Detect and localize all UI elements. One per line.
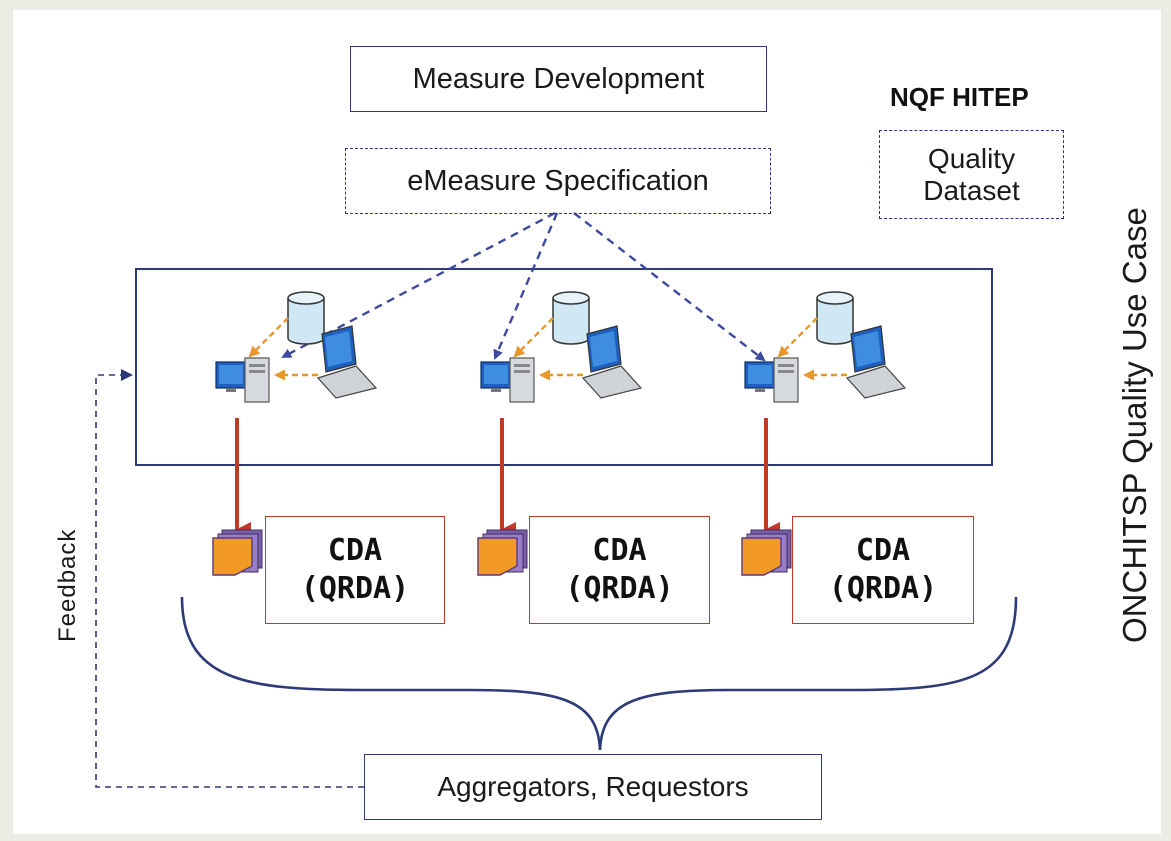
emeasure-specification-label: eMeasure Specification [407,164,709,197]
diagram-panel [13,10,1161,834]
laptop-icon [581,325,643,399]
desktop-computer-icon [215,357,270,403]
database-icon [816,291,854,345]
specification-distribution-arrows [281,211,766,362]
laptop-icon [845,325,907,399]
qrda-label: (QRDA) [828,571,938,606]
document-icon [477,529,528,576]
measure-development-box: Measure Development [350,46,767,112]
aggregators-requestors-box: Aggregators, Requestors [364,754,822,820]
database-icon [552,291,590,345]
cda-label: CDA [592,533,647,568]
desktop-computer-icon [744,357,799,403]
cda-qrda-box-3: CDA (QRDA) [792,516,974,624]
feedback-loop [95,369,364,788]
data-flow-arrow [513,317,554,358]
onchitsp-quality-use-case-label: ONCHITSP Quality Use Case [1116,207,1153,643]
database-icon [287,291,325,345]
system-cluster-1 [212,291,378,576]
document-icon [741,529,792,576]
nqf-hitep-title: NQF HITEP [890,82,1029,112]
measure-development-label: Measure Development [412,62,705,95]
quality-dataset-line2: Dataset [923,174,1020,206]
grouping-brace [180,596,1018,751]
data-flow-arrow [777,317,818,358]
emeasure-specification-box: eMeasure Specification [345,148,771,214]
spec-arrow-center [493,212,559,360]
document-icon [212,529,263,576]
laptop-icon [316,325,378,399]
cda-qrda-box-1: CDA (QRDA) [265,516,445,624]
qrda-label: (QRDA) [565,571,674,606]
system-cluster-2 [477,291,643,576]
cda-qrda-box-2: CDA (QRDA) [529,516,710,624]
data-flow-arrow [248,317,289,358]
cda-label: CDA [327,533,383,568]
spec-arrow-right [573,212,766,362]
feedback-label: Feedback [54,528,81,642]
cda-label: CDA [855,533,911,568]
feedback-line [95,369,364,788]
quality-dataset-box: Quality Dataset [879,130,1064,219]
aggregators-requestors-label: Aggregators, Requestors [437,771,749,802]
quality-dataset-line1: Quality [927,142,1016,174]
systems-container-box [135,268,993,466]
system-cluster-3 [741,291,907,576]
qrda-label: (QRDA) [300,571,410,606]
desktop-computer-icon [480,357,535,403]
